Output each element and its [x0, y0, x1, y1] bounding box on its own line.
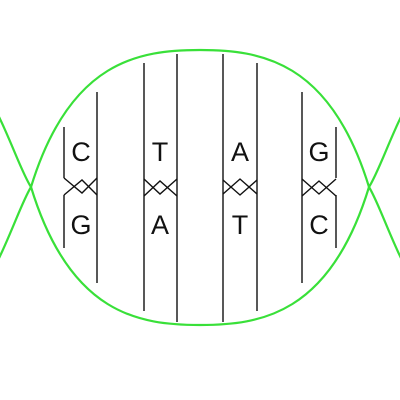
pair-notch-up	[63, 177, 98, 194]
backbone-strands	[0, 48, 400, 327]
base-bottom-2: A	[151, 210, 169, 240]
backbone-top-strand	[0, 48, 400, 190]
pair-notch-down	[143, 180, 178, 197]
pair-notch-up	[222, 178, 258, 195]
base-bottom-1: G	[70, 210, 91, 240]
pair-notch-up	[222, 179, 258, 196]
backbone-bottom-strand	[0, 184, 400, 327]
pair-notch-up	[63, 179, 98, 196]
base-top-4: G	[308, 137, 329, 167]
base-bottom-4: C	[309, 210, 329, 240]
pair-notch-down	[301, 180, 337, 197]
base-letters: C G T A A T G C	[70, 137, 329, 240]
base-bottom-3: T	[232, 210, 249, 240]
base-top-2: T	[152, 137, 169, 167]
base-top-1: C	[71, 137, 91, 167]
pair-notch-down	[143, 178, 178, 195]
base-top-3: A	[231, 137, 249, 167]
rungs	[63, 54, 337, 322]
pair-notch-down	[301, 178, 337, 195]
